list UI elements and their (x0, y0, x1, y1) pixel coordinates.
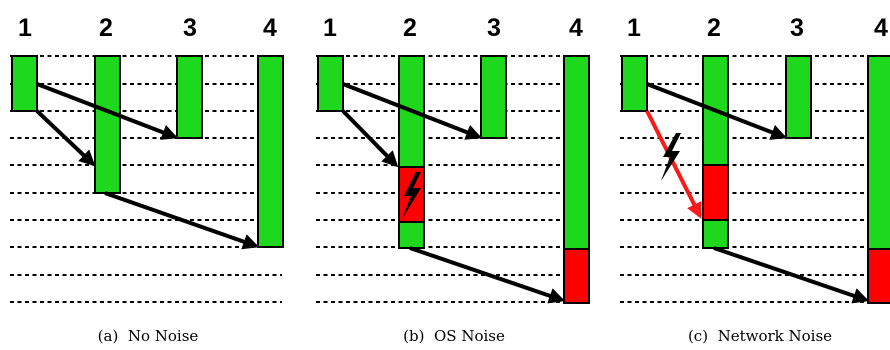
wait-block-process-2 (702, 164, 729, 221)
process-label-4: 4 (874, 14, 888, 42)
compute-block-process-2-resumed (702, 219, 729, 249)
compute-block-process-2 (94, 55, 121, 194)
delay-block-process-4 (563, 248, 590, 304)
compute-block-process-1 (621, 55, 648, 112)
time-grid (620, 55, 890, 303)
panel-os-noise: 1 2 3 4 (b) OS Noise (316, 14, 590, 345)
message-arrow-1-to-3 (646, 82, 787, 140)
process-label-3: 3 (487, 14, 501, 42)
process-label-3: 3 (790, 14, 804, 42)
process-label-2: 2 (707, 14, 721, 42)
compute-block-process-4 (867, 55, 890, 250)
compute-block-process-3 (785, 55, 812, 139)
process-label-1: 1 (18, 14, 32, 42)
panel-no-noise: 1 2 3 4 (a) No Noise (10, 14, 284, 345)
compute-block-process-3 (480, 55, 507, 139)
message-arrow-2-to-4 (713, 246, 870, 304)
message-arrow-1-to-3 (36, 82, 178, 140)
message-arrow-1-to-2 (35, 109, 96, 167)
compute-block-process-4 (563, 55, 590, 250)
process-label-1: 1 (627, 14, 641, 42)
compute-block-process-3 (176, 55, 203, 139)
process-label-1: 1 (323, 14, 337, 42)
caption: (a) No Noise (98, 327, 199, 345)
compute-block-process-4 (257, 55, 284, 248)
process-label-4: 4 (569, 14, 583, 42)
time-grid (10, 55, 282, 303)
lightning-bolt-icon (402, 172, 421, 219)
compute-block-process-1 (11, 55, 38, 112)
delay-block-process-4 (867, 248, 890, 304)
caption: (b) OS Noise (403, 327, 505, 345)
delayed-message-arrow-1-to-2 (645, 110, 702, 219)
message-arrow-2-to-4 (409, 246, 566, 304)
process-label-4: 4 (263, 14, 277, 42)
message-arrow-2-to-4 (104, 191, 260, 250)
compute-block-process-1 (317, 55, 344, 112)
compute-block-process-2-resumed (398, 221, 425, 249)
message-arrow-1-to-3 (342, 82, 482, 140)
lightning-bolt-icon (661, 133, 681, 181)
time-grid (316, 55, 588, 303)
compute-block-process-2 (398, 55, 425, 168)
panel-network-noise: 1 2 3 4 (c) Network Noise (620, 14, 890, 345)
process-label-2: 2 (403, 14, 417, 42)
caption: (c) Network Noise (688, 327, 832, 345)
message-arrow-1-to-2 (341, 109, 399, 168)
process-label-2: 2 (99, 14, 113, 42)
process-label-3: 3 (183, 14, 197, 42)
